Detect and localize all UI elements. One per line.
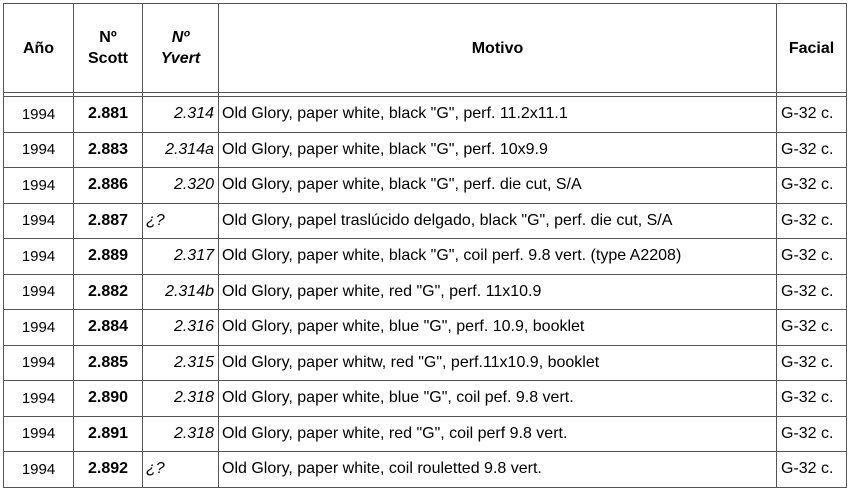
year-cell: 1994 bbox=[3, 415, 74, 452]
motivo-cell: Old Glory, paper white, coil rouletted 9… bbox=[218, 451, 777, 488]
facial-cell: G-32 c. bbox=[776, 202, 847, 239]
motivo-cell: Old Glory, paper white, blue "G", coil p… bbox=[218, 380, 777, 417]
scott-number-cell: 2.891 bbox=[73, 415, 143, 452]
scott-number-cell: 2.885 bbox=[73, 344, 143, 381]
header-facial: Facial bbox=[776, 3, 847, 93]
facial-cell: G-32 c. bbox=[776, 273, 847, 310]
year-cell: 1994 bbox=[3, 167, 74, 204]
facial-cell: G-32 c. bbox=[776, 309, 847, 346]
facial-cell: G-32 c. bbox=[776, 344, 847, 381]
year-cell: 1994 bbox=[3, 309, 74, 346]
motivo-cell: Old Glory, paper white, red "G", coil pe… bbox=[218, 415, 777, 452]
scott-number-cell: 2.892 bbox=[73, 451, 143, 488]
header-yvert-label: Yvert bbox=[160, 50, 201, 67]
header-year: Año bbox=[3, 3, 74, 93]
motivo-cell: Old Glory, paper white, black "G", perf.… bbox=[218, 167, 777, 204]
spacer-row bbox=[3, 92, 847, 97]
header-scott-label: Scott bbox=[88, 50, 128, 67]
header-scott: Nº Scott bbox=[73, 3, 143, 93]
year-cell: 1994 bbox=[3, 451, 74, 488]
yvert-number-cell: 2.318 bbox=[142, 415, 219, 452]
yvert-number-cell: 2.316 bbox=[142, 309, 219, 346]
scott-number-cell: 2.884 bbox=[73, 309, 143, 346]
scott-number-cell: 2.887 bbox=[73, 202, 143, 239]
facial-cell: G-32 c. bbox=[776, 380, 847, 417]
yvert-number-cell: 2.320 bbox=[142, 167, 219, 204]
header-scott-number: Nº bbox=[99, 29, 117, 46]
scott-number-cell: 2.883 bbox=[73, 131, 143, 168]
header-yvert: Nº Yvert bbox=[142, 3, 219, 93]
year-cell: 1994 bbox=[3, 273, 74, 310]
yvert-number-cell: 2.314 bbox=[142, 96, 219, 133]
motivo-cell: Old Glory, paper whitw, red "G", perf.11… bbox=[218, 344, 777, 381]
facial-cell: G-32 c. bbox=[776, 415, 847, 452]
yvert-number-cell: 2.318 bbox=[142, 380, 219, 417]
facial-cell: G-32 c. bbox=[776, 96, 847, 133]
scott-number-cell: 2.886 bbox=[73, 167, 143, 204]
year-cell: 1994 bbox=[3, 344, 74, 381]
facial-cell: G-32 c. bbox=[776, 131, 847, 168]
yvert-number-cell: 2.317 bbox=[142, 238, 219, 275]
motivo-cell: Old Glory, paper white, red "G", perf. 1… bbox=[218, 273, 777, 310]
year-cell: 1994 bbox=[3, 380, 74, 417]
yvert-number-cell: 2.314a bbox=[142, 131, 219, 168]
year-cell: 1994 bbox=[3, 131, 74, 168]
header-row: Año Nº Scott Nº Yvert Motivo Facial bbox=[3, 3, 847, 93]
scott-number-cell: 2.890 bbox=[73, 380, 143, 417]
stamp-table: Año Nº Scott Nº Yvert Motivo Facial 1994… bbox=[3, 3, 847, 488]
facial-cell: G-32 c. bbox=[776, 167, 847, 204]
motivo-cell: Old Glory, paper white, black "G", perf.… bbox=[218, 96, 777, 133]
scott-number-cell: 2.889 bbox=[73, 238, 143, 275]
header-motivo: Motivo bbox=[218, 3, 777, 93]
scott-number-cell: 2.882 bbox=[73, 273, 143, 310]
table-header: Año Nº Scott Nº Yvert Motivo Facial bbox=[3, 3, 847, 93]
yvert-number-cell: ¿? bbox=[142, 451, 219, 488]
motivo-cell: Old Glory, paper white, black "G", perf.… bbox=[218, 131, 777, 168]
yvert-number-cell: 2.315 bbox=[142, 344, 219, 381]
scott-number-cell: 2.881 bbox=[73, 96, 143, 133]
year-cell: 1994 bbox=[3, 96, 74, 133]
motivo-cell: Old Glory, paper white, blue "G", perf. … bbox=[218, 309, 777, 346]
yvert-number-cell: ¿? bbox=[142, 202, 219, 239]
facial-cell: G-32 c. bbox=[776, 451, 847, 488]
yvert-number-cell: 2.314b bbox=[142, 273, 219, 310]
year-cell: 1994 bbox=[3, 202, 74, 239]
facial-cell: G-32 c. bbox=[776, 238, 847, 275]
motivo-cell: Old Glory, papel traslúcido delgado, bla… bbox=[218, 202, 777, 239]
year-cell: 1994 bbox=[3, 238, 74, 275]
motivo-cell: Old Glory, paper white, black "G", coil … bbox=[218, 238, 777, 275]
header-yvert-number: Nº bbox=[171, 29, 190, 46]
